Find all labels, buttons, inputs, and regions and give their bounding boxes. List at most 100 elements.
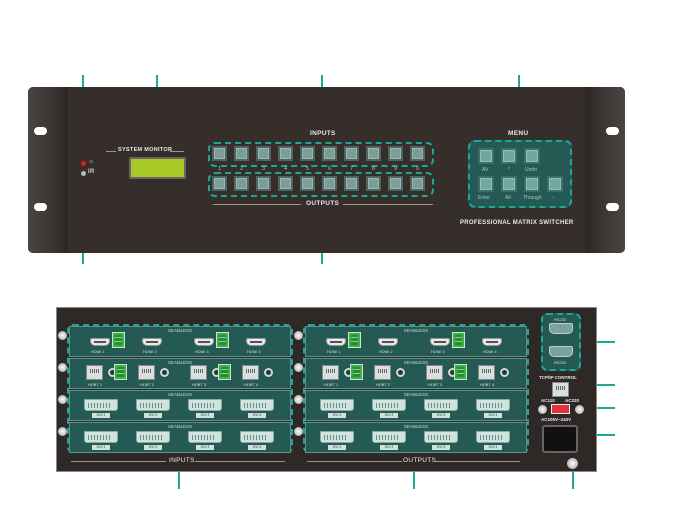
terminal-block[interactable] <box>216 332 229 348</box>
tcpip-port[interactable] <box>552 382 569 397</box>
output-key-7[interactable] <box>344 176 359 191</box>
input-key-4[interactable] <box>278 146 293 161</box>
terminal-block[interactable] <box>348 332 361 348</box>
dvi-port[interactable] <box>320 399 354 411</box>
rs232-port-bottom[interactable] <box>549 346 573 357</box>
input-key-7[interactable] <box>344 146 359 161</box>
power-inlet[interactable] <box>542 425 578 453</box>
hdbt-port[interactable] <box>322 365 339 380</box>
dvi-port[interactable] <box>372 399 406 411</box>
menu-key-through[interactable] <box>524 176 540 192</box>
thumb-screw <box>294 331 303 340</box>
audio-jack[interactable] <box>500 368 509 377</box>
dvi-port[interactable] <box>476 431 510 443</box>
menu-key-enter[interactable] <box>478 176 494 192</box>
rs232-top-label: RS232 <box>554 317 567 322</box>
input-key-3[interactable] <box>256 146 271 161</box>
dvi-port-label: DVI 2 <box>380 445 398 450</box>
audio-jack[interactable] <box>396 368 405 377</box>
hdmi-port[interactable] <box>378 338 398 346</box>
hdbt-port[interactable] <box>426 365 443 380</box>
input-key-1[interactable] <box>212 146 227 161</box>
output-key-9[interactable] <box>388 176 403 191</box>
divider <box>106 151 116 152</box>
dvi-port[interactable] <box>136 399 170 411</box>
audio-jack[interactable] <box>264 368 273 377</box>
hdmi-port[interactable] <box>194 338 214 346</box>
dvi-port[interactable] <box>320 431 354 443</box>
system-monitor-label: SYSTEM MONITOR <box>118 147 173 153</box>
terminal-block[interactable] <box>452 332 465 348</box>
rs232-port-top[interactable] <box>549 323 573 334</box>
input-key-0[interactable] <box>410 146 425 161</box>
hdmi-port[interactable] <box>430 338 450 346</box>
tcpip-label: TCP/IP CONTROL <box>539 375 577 380</box>
input-key-5[interactable] <box>300 146 315 161</box>
terminal-block[interactable] <box>114 364 127 380</box>
output-key-group <box>208 172 434 197</box>
voltage-switch[interactable] <box>551 404 570 414</box>
hdbt-port[interactable] <box>478 365 495 380</box>
hdmi-port[interactable] <box>142 338 162 346</box>
hdbt-port[interactable] <box>86 365 103 380</box>
output-key-2[interactable] <box>234 176 249 191</box>
output-key-0[interactable] <box>410 176 425 191</box>
dvi-port[interactable] <box>424 431 458 443</box>
menu-key-star[interactable] <box>501 148 517 164</box>
back-arrow-icon: ← <box>551 194 556 200</box>
rear-inputs-label: INPUTS <box>169 457 195 464</box>
output-key-8[interactable] <box>366 176 381 191</box>
hdmi-port-label: HDMI 2 <box>379 349 393 354</box>
input-key-8[interactable] <box>366 146 381 161</box>
hdmi-port[interactable] <box>90 338 110 346</box>
dvi-port[interactable] <box>188 431 222 443</box>
dvi-port[interactable] <box>84 431 118 443</box>
dvi-port[interactable] <box>240 431 274 443</box>
menu-label-av: AV <box>482 167 489 173</box>
output-key-5[interactable] <box>300 176 315 191</box>
thumb-screw <box>294 427 303 436</box>
dvi-port[interactable] <box>424 399 458 411</box>
dvi-port[interactable] <box>136 431 170 443</box>
menu-label: MENU <box>508 130 529 137</box>
hdmi-port[interactable] <box>246 338 266 346</box>
hdmi-port[interactable] <box>482 338 502 346</box>
hdbt-port[interactable] <box>242 365 259 380</box>
hdbt-port-label: HDBT 1 <box>324 382 339 387</box>
hdbt-port[interactable] <box>374 365 391 380</box>
output-key-3[interactable] <box>256 176 271 191</box>
card-title: SEAMLESS <box>167 392 193 397</box>
dvi-port[interactable] <box>240 399 274 411</box>
menu-key-back[interactable] <box>547 176 563 192</box>
dvi-port[interactable] <box>476 399 510 411</box>
card-title: SEAMLESS <box>167 328 193 333</box>
audio-jack[interactable] <box>160 368 169 377</box>
terminal-block[interactable] <box>112 332 125 348</box>
input-key-2[interactable] <box>234 146 249 161</box>
input-key-6[interactable] <box>322 146 337 161</box>
menu-key-undo[interactable] <box>524 148 540 164</box>
menu-key-av[interactable] <box>478 148 494 164</box>
output-key-1[interactable] <box>212 176 227 191</box>
key-number: 2 <box>240 166 244 172</box>
dvi-port[interactable] <box>188 399 222 411</box>
dvi-port[interactable] <box>372 431 406 443</box>
hdbt-port[interactable] <box>190 365 207 380</box>
menu-label-star: * <box>508 167 510 173</box>
terminal-block[interactable] <box>218 364 231 380</box>
hdmi-port[interactable] <box>326 338 346 346</box>
divider <box>435 461 520 462</box>
output-key-4[interactable] <box>278 176 293 191</box>
dvi-port-label: DVI 4 <box>484 413 502 418</box>
terminal-block[interactable] <box>350 364 363 380</box>
terminal-block[interactable] <box>454 364 467 380</box>
hdbt-port[interactable] <box>138 365 155 380</box>
output-key-6[interactable] <box>322 176 337 191</box>
dvi-port[interactable] <box>84 399 118 411</box>
key-number: 6 <box>328 166 332 172</box>
menu-key-all[interactable] <box>501 176 517 192</box>
input-key-9[interactable] <box>388 146 403 161</box>
